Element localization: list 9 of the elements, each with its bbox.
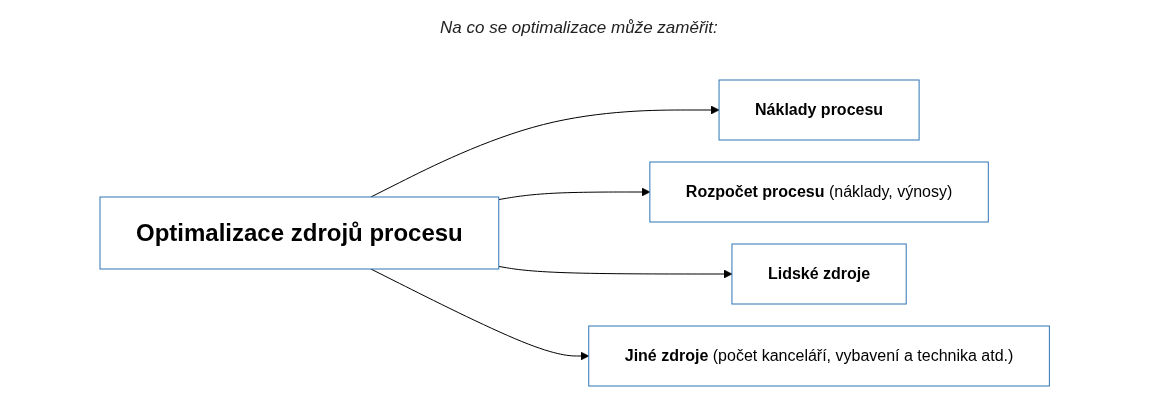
node-box: Optimalizace zdrojů procesu xyxy=(99,196,500,269)
node-box: Náklady procesu xyxy=(718,79,920,140)
arrow xyxy=(498,187,651,200)
arrow xyxy=(498,265,733,278)
node-box: Rozpočet procesu (náklady, výnosy) xyxy=(649,161,989,222)
note-text: Na co se optimalizace může zaměřit: xyxy=(440,18,718,38)
node-box: Lidské zdroje xyxy=(731,243,907,304)
arrow xyxy=(370,268,589,360)
node-box: Jiné zdroje (počet kanceláří, vybavení a technika atd.) xyxy=(588,325,1050,386)
